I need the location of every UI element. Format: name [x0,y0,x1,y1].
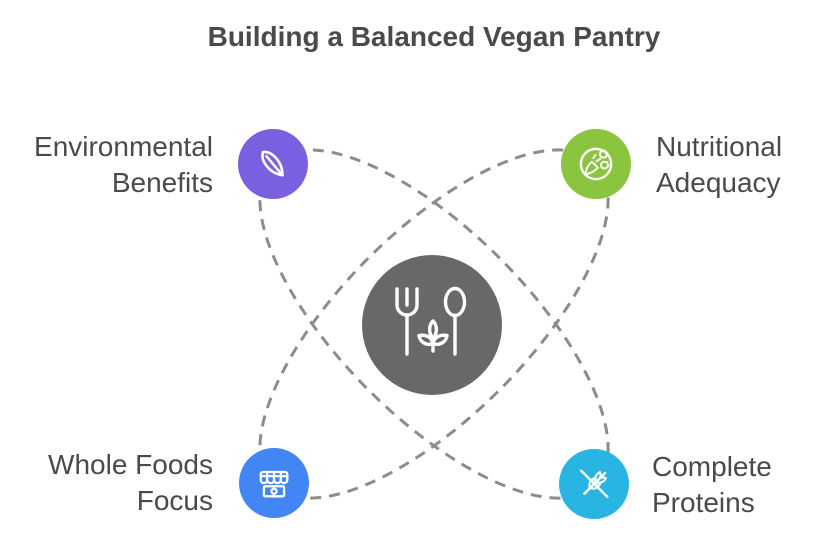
node-circle-whole-foods-focus [239,448,309,518]
fork-spoon-sprout-icon [395,286,467,356]
wheat-crossed-icon [579,469,609,499]
market-stall-icon [259,470,289,498]
label-line: Proteins [652,487,755,518]
label-line: Complete [652,451,772,482]
label-nutritional-adequacy: Nutritional Adequacy [656,129,782,201]
vegetables-icon [579,147,613,181]
label-line: Focus [136,485,213,516]
node-circle-complete-proteins [559,449,629,519]
page-title: Building a Balanced Vegan Pantry [207,21,661,52]
label-line: Nutritional [656,131,783,162]
label-environmental-benefits: Environmental Benefits [34,129,213,201]
label-whole-foods-focus: Whole Foods Focus [48,447,213,519]
leaf-icon [261,150,284,177]
node-circle-nutritional-adequacy [561,129,631,199]
label-line: Adequacy [656,167,781,198]
label-line: Benefits [111,167,213,198]
node-circle-environmental-benefits [238,129,308,199]
label-line: Environmental [34,131,213,162]
label-line: Whole Foods [48,449,213,480]
center-hub-circle [362,255,502,395]
label-complete-proteins: Complete Proteins [652,449,772,521]
